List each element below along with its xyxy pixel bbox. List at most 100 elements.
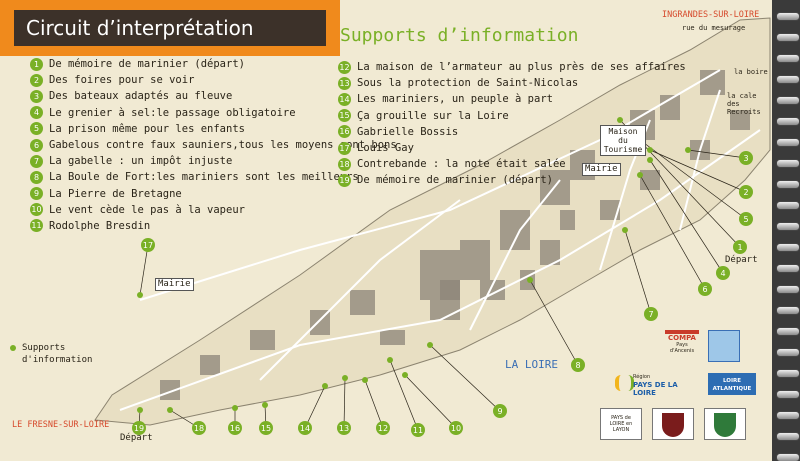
map-number-label: 7 [648,310,653,319]
number-badge: 18 [338,157,351,171]
building-block [560,210,575,230]
map-number-badge [733,240,747,254]
town-label-ingrandes: INGRANDES-SUR-LOIRE [662,10,760,20]
map-number-badge [449,421,463,435]
leader-line [343,377,346,429]
map-number-badge [493,404,507,418]
building-block [350,290,375,315]
circuit-item-label: Gabelous contre faux sauniers,tous les m… [49,139,397,152]
leader-line [624,229,652,315]
coat-of-arms-icon [704,408,746,440]
number-badge: 12 [338,60,351,74]
circuit-item-label: Le grenier à sel:le passage obligatoire [49,106,296,119]
map-point-marker [262,402,268,408]
circuit-item-label: Les mariniers, un peuple à part [357,93,553,106]
map-number-label: 10 [451,424,461,433]
binding-ring [776,264,800,273]
map-number-badge [739,185,753,199]
binding-ring [776,285,800,294]
number-badge: 15 [338,109,351,123]
map-number-label: 18 [194,424,204,433]
building-block [500,210,530,250]
street-label-mesurage: rue du mesurage [682,24,746,32]
leader-line [639,174,706,290]
map-point-marker [647,147,653,153]
map-number-label: 6 [702,285,707,294]
map-point-marker [622,227,628,233]
binding-ring [776,411,800,420]
number-badge: 14 [338,92,351,106]
map-number-badge [644,307,658,321]
number-badge: 19 [338,173,351,187]
map-number-badge [228,421,242,435]
leader-line [639,139,747,220]
leader-line [304,385,326,429]
depart-label-east: Départ [725,255,758,265]
building-block [640,170,660,190]
circuit-item-label: La Pierre de Bretagne [49,187,182,200]
binding-ring [776,432,800,441]
leader-line [389,359,419,431]
circuit-item-label: Le vent cède le pas à la vapeur [49,203,245,216]
map-number-badge [739,151,753,165]
binding-ring [776,12,800,21]
map-point-marker [322,383,328,389]
number-badge: 17 [338,141,351,155]
building-block [430,300,460,320]
binding-ring [776,222,800,231]
logo-compa: COMPA Pays d'Ancenis [665,330,699,358]
map-point-marker [427,342,433,348]
legend-marker-icon [10,345,16,351]
building-block [730,110,750,130]
mairie-label-east: Mairie [582,163,621,176]
binding-ring [776,180,800,189]
map-point-marker [387,357,393,363]
map-point-marker [137,292,143,298]
section-title: Supports d’information [340,25,579,46]
map-number-badge [698,282,712,296]
map-number-badge [571,358,585,372]
map-number-label: 3 [743,154,748,163]
leader-line [649,159,724,274]
number-badge: 8 [30,170,43,184]
circuit-item-label: La gabelle : un impôt injuste [49,155,233,168]
binding-ring [776,33,800,42]
binding-ring [776,159,800,168]
circuit-item-label: Gabrielle Bossis [357,125,459,138]
map-number-label: 5 [743,215,748,224]
building-block [460,240,490,280]
building-block [480,280,505,300]
leader-line [364,379,384,429]
mairie-label-west: Mairie [155,278,194,291]
building-block [380,330,405,345]
binding-ring [776,138,800,147]
legend-label: Supports d'information [22,343,93,365]
binding-ring [776,54,800,63]
leader-line [687,149,747,159]
map-number-label: 1 [737,243,742,252]
town-label-fresne: LE FRESNE-SUR-LOIRE [12,420,110,430]
map-number-badge [739,212,753,226]
building-block [160,380,180,400]
map-number-label: 8 [575,361,580,370]
street-label-boire: la boire [734,68,768,76]
map-number-badge [411,423,425,437]
logo-loire-layon-region [708,330,740,362]
circuit-item: 15 Ça grouille sur la Loire [338,108,686,124]
map-point-marker [637,172,643,178]
map-number-label: 17 [143,241,153,250]
number-badge: 13 [338,76,351,90]
building-block [200,355,220,375]
circuit-item-label: Ça grouille sur la Loire [357,109,509,122]
circuit-item-label: Des bateaux adaptés au fleuve [49,90,233,103]
map-number-label: 16 [230,424,240,433]
